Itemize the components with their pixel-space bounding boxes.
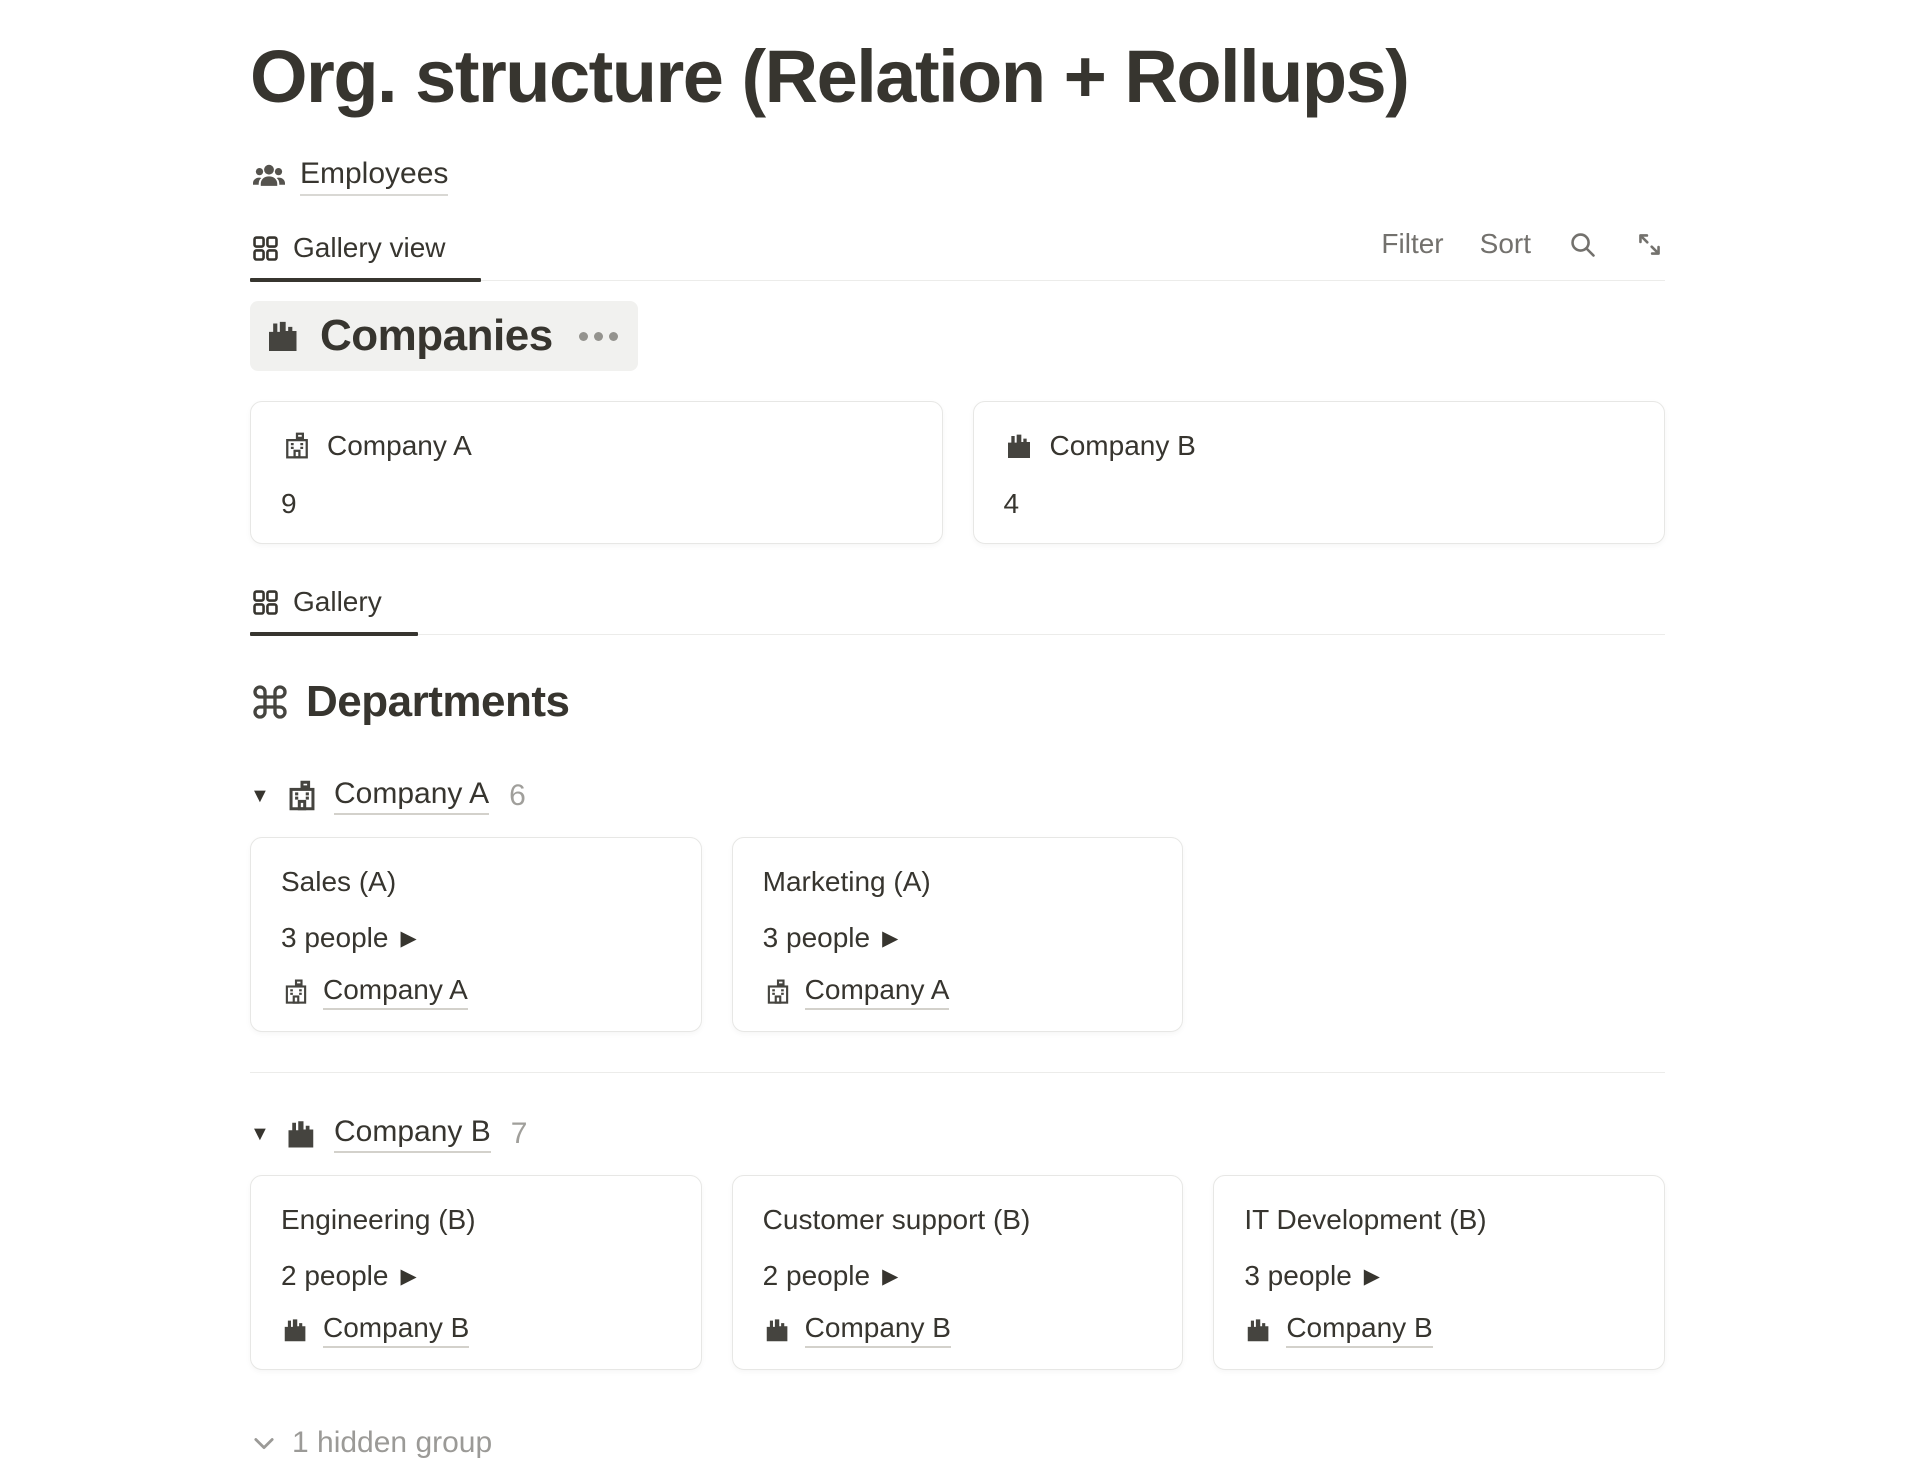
- factory-icon: [264, 316, 304, 356]
- tab-gallery-view[interactable]: Gallery view: [250, 222, 482, 283]
- expand-icon[interactable]: [1634, 229, 1665, 260]
- employees-page-link[interactable]: Employees: [250, 157, 1665, 197]
- company-relation-link[interactable]: Company B: [804, 1312, 951, 1349]
- factory-icon: [281, 1315, 311, 1345]
- command-icon: [250, 682, 290, 722]
- department-card-title: Customer support (B): [762, 1204, 1031, 1236]
- company-employee-count: 9: [281, 488, 297, 520]
- department-card-title: Sales (A): [281, 866, 397, 898]
- department-card-it-development-b[interactable]: IT Development (B) 3 people ▶ Company B: [1213, 1175, 1665, 1371]
- chevron-down-icon: [250, 1429, 278, 1457]
- tab-gallery-label: Gallery: [293, 586, 382, 618]
- employees-link-label[interactable]: Employees: [300, 157, 449, 197]
- departments-card-grid-b: Engineering (B) 2 people ▶ Company B Cus…: [250, 1175, 1665, 1371]
- company-card-title: Company B: [1049, 430, 1196, 462]
- factory-icon: [1244, 1315, 1274, 1345]
- hidden-group-label: 1 hidden group: [292, 1426, 493, 1460]
- departments-view-toolbar: Gallery: [250, 576, 1665, 637]
- search-icon[interactable]: [1567, 229, 1598, 260]
- school-building-icon: [281, 977, 311, 1007]
- rollup-expand-icon[interactable]: ▶: [882, 1264, 899, 1288]
- people-count: 3 people: [281, 922, 389, 954]
- company-relation-link[interactable]: Company B: [1286, 1312, 1433, 1349]
- departments-card-grid-a: Sales (A) 3 people ▶ Company A Marketing: [250, 837, 1665, 1033]
- gallery-grid-icon: [250, 587, 281, 618]
- group-divider: [250, 1072, 1665, 1074]
- group-company-link[interactable]: Company A: [334, 777, 490, 816]
- tab-gallery[interactable]: Gallery: [250, 576, 418, 637]
- filter-button[interactable]: Filter: [1381, 228, 1444, 260]
- group-header-company-b: ▼ Company B 7: [250, 1115, 1665, 1154]
- group-company-link[interactable]: Company B: [334, 1115, 491, 1154]
- people-count: 3 people: [762, 922, 871, 954]
- group-count: 7: [510, 1117, 528, 1151]
- department-card-marketing-a[interactable]: Marketing (A) 3 people ▶ Company A: [731, 837, 1184, 1033]
- factory-icon: [763, 1315, 793, 1345]
- department-card-title: Engineering (B): [281, 1204, 476, 1236]
- company-card-b[interactable]: Company B 4: [972, 401, 1665, 545]
- company-relation-link[interactable]: Company A: [323, 974, 468, 1011]
- school-building-icon: [763, 977, 793, 1007]
- company-employee-count: 4: [1003, 488, 1020, 520]
- school-building-icon: [284, 778, 320, 814]
- department-card-engineering-b[interactable]: Engineering (B) 2 people ▶ Company B: [250, 1175, 702, 1371]
- company-card-title: Company A: [327, 430, 472, 462]
- tab-gallery-view-label: Gallery view: [293, 232, 446, 264]
- toolbar-controls: Filter Sort: [1381, 228, 1665, 280]
- page-content: Org. structure (Relation + Rollups) Empl…: [250, 0, 1665, 1460]
- more-options-icon[interactable]: [578, 331, 618, 341]
- people-count: 3 people: [1244, 1260, 1352, 1292]
- department-card-sales-a[interactable]: Sales (A) 3 people ▶ Company A: [250, 837, 702, 1033]
- departments-collection-header[interactable]: Departments: [250, 667, 589, 737]
- department-card-title: Marketing (A): [762, 866, 931, 898]
- factory-icon: [1004, 430, 1036, 462]
- collapse-triangle-icon[interactable]: ▼: [250, 784, 270, 807]
- group-count: 6: [509, 779, 526, 813]
- page-title: Org. structure (Relation + Rollups): [250, 35, 1410, 118]
- rollup-expand-icon[interactable]: ▶: [400, 926, 417, 950]
- rollup-expand-icon[interactable]: ▶: [1363, 1264, 1380, 1288]
- hidden-group-toggle[interactable]: 1 hidden group: [250, 1426, 1665, 1460]
- people-count: 2 people: [762, 1260, 871, 1292]
- company-card-a[interactable]: Company A 9: [250, 401, 943, 545]
- rollup-expand-icon[interactable]: ▶: [882, 926, 899, 950]
- department-card-customer-support-b[interactable]: Customer support (B) 2 people ▶ Company …: [731, 1175, 1184, 1371]
- departments-collection-title: Departments: [306, 677, 570, 727]
- group-header-company-a: ▼ Company A 6: [250, 777, 1665, 816]
- rollup-expand-icon[interactable]: ▶: [400, 1264, 417, 1288]
- gallery-grid-icon: [250, 233, 281, 264]
- company-relation-link[interactable]: Company B: [323, 1312, 470, 1349]
- companies-card-grid: Company A 9 Company B 4: [250, 401, 1665, 545]
- department-card-title: IT Development (B): [1244, 1204, 1487, 1236]
- collapse-triangle-icon[interactable]: ▼: [250, 1122, 270, 1145]
- people-group-icon: [250, 158, 288, 196]
- company-relation-link[interactable]: Company A: [804, 974, 950, 1011]
- companies-collection-header[interactable]: Companies: [250, 301, 638, 372]
- companies-view-toolbar: Gallery view Filter Sort: [250, 222, 1665, 283]
- people-count: 2 people: [281, 1260, 389, 1292]
- sort-button[interactable]: Sort: [1479, 228, 1531, 260]
- school-building-icon: [281, 430, 313, 462]
- factory-icon: [284, 1116, 320, 1152]
- companies-collection-title: Companies: [320, 311, 553, 361]
